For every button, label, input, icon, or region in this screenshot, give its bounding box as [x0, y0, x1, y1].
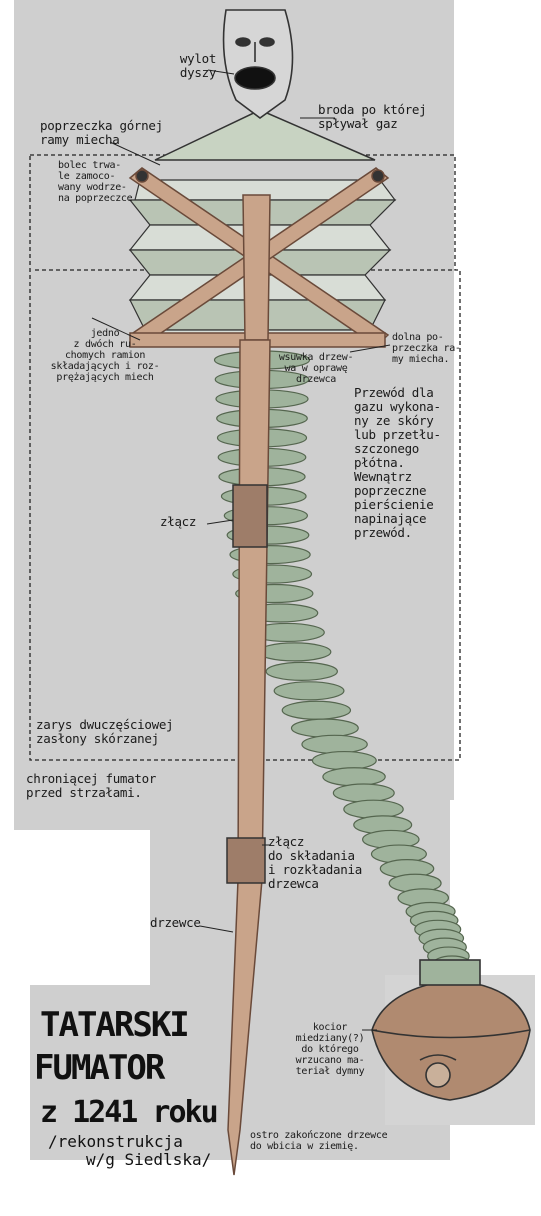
title-line-1: TATARSKI [40, 1005, 188, 1045]
label-cauldron: kocior miedziany(?) do którego wrzucano … [280, 1022, 380, 1077]
hose-ring [323, 768, 385, 786]
hose-ring [302, 735, 367, 753]
label-beard: broda po której spływał gaz [318, 103, 426, 131]
title-line-3: z 1241 roku [40, 1095, 217, 1130]
hose-ring [274, 682, 344, 700]
label-nozzle-outlet: wylot dyszy [168, 52, 228, 80]
hose-ring [258, 643, 331, 661]
label-lower-crossbar: dolna po- przeczka ra- my miecha. [392, 332, 461, 365]
label-joint-1: złącz [160, 515, 196, 529]
label-upper-crossbar: poprzeczka górnej ramy miecha [40, 119, 163, 147]
hose-ring [344, 800, 403, 818]
hose-ring [333, 784, 394, 802]
label-pole: drzewce [150, 916, 201, 930]
title-line-5: w/g Siedlska/ [86, 1150, 211, 1169]
title-line-2: FUMATOR [34, 1048, 163, 1088]
hose-ring [312, 752, 376, 770]
label-bolt: bolec trwa- le zamoco- wany wodrze- na p… [58, 160, 132, 204]
hose-ring [282, 701, 350, 719]
label-movable-arm: jedno z dwóch ru- chomych ramion składaj… [30, 328, 180, 383]
label-joint-2: złącz do składania i rozkładania drzewca [268, 835, 362, 891]
label-gas-hose: Przewód dla gazu wykona- ny ze skóry lub… [354, 386, 454, 540]
title-line-4: /rekonstrukcja [48, 1132, 183, 1151]
label-shield-outline: zarys dwuczęściowej zasłony skórzanej [36, 718, 173, 746]
label-protecting: chroniącej fumator przed strzałami. [26, 772, 156, 800]
hose-ring [291, 719, 358, 737]
hose-ring [266, 662, 337, 680]
label-pole-socket: wsuwka drzew- wa w oprawę drzewca [276, 352, 356, 385]
label-sharp-end: ostro zakończone drzewce do wbicia w zie… [250, 1130, 387, 1152]
